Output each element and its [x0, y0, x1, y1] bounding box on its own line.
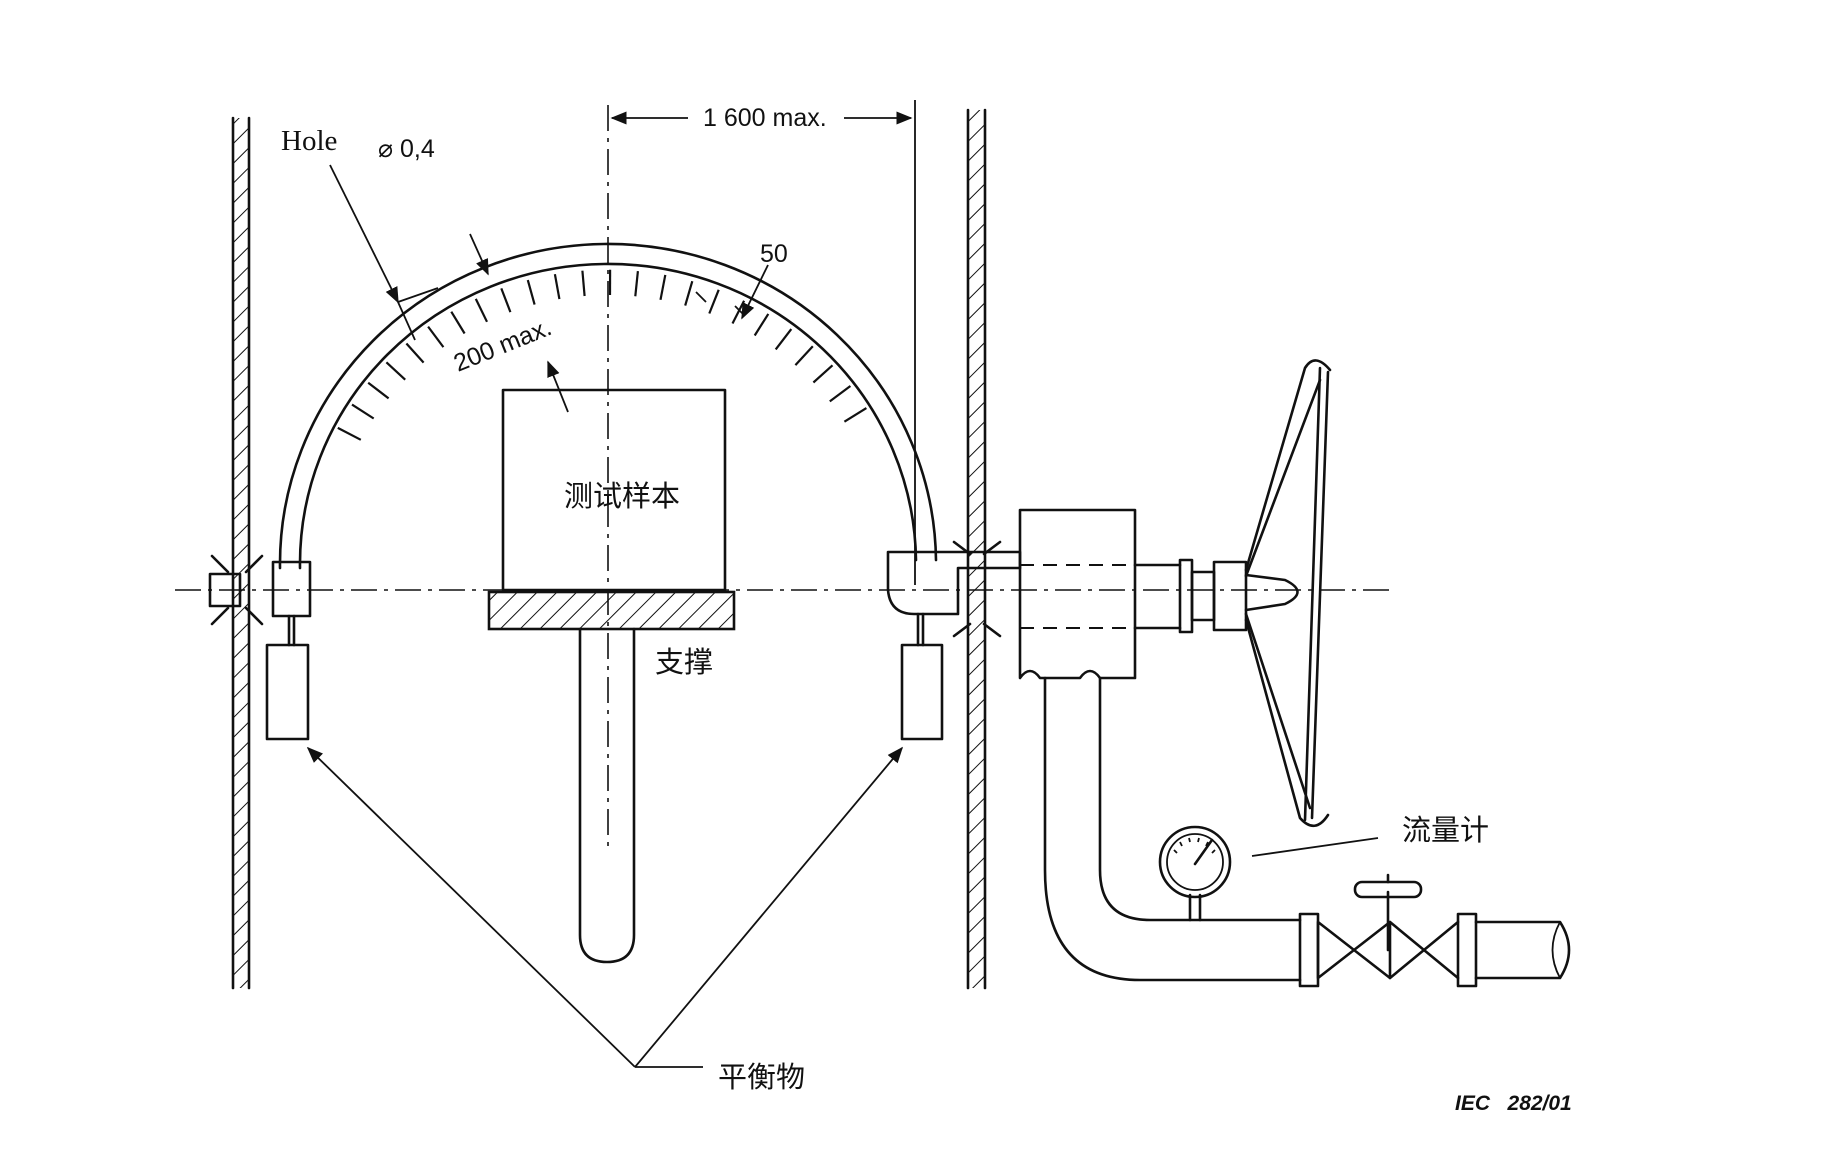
arch-tick: [774, 328, 793, 351]
arch-tick: [553, 274, 561, 300]
supply-pipe: [1474, 920, 1571, 980]
arch-tick: [634, 270, 639, 297]
counterweight-right: [900, 643, 944, 741]
flowmeter-leader: [1251, 837, 1379, 857]
arch-tick: [684, 280, 694, 306]
flowmeter-gauge: [1158, 825, 1232, 899]
spacing-label: 50: [760, 240, 788, 268]
arch-tick: [337, 426, 362, 441]
figure-reference: IEC 282/01: [1455, 1092, 1572, 1115]
arch-tick: [351, 403, 375, 420]
counterweight-leaders: [306, 746, 904, 1068]
arch-tick: [812, 364, 834, 384]
gate-valve: [1298, 873, 1478, 988]
radius-dimension-label: 200 max.: [450, 313, 556, 377]
arch-tick: [450, 311, 466, 335]
arch-tick: [427, 325, 445, 348]
counterweight-label: 平衡物: [718, 1061, 805, 1094]
test-sample-box: [501, 388, 727, 592]
left-wall: [231, 116, 251, 990]
arch-tick: [753, 313, 770, 337]
support-post: [578, 627, 636, 964]
radius-dimension: [547, 360, 569, 413]
counterweight-left: [265, 643, 310, 741]
arch-tick: [474, 298, 488, 323]
hole-diameter-label: ⌀ 0,4: [378, 135, 435, 163]
arch-tick: [405, 342, 425, 364]
arch-tick: [843, 407, 867, 423]
width-dimension-label: 1 600 max.: [703, 104, 827, 132]
arch-tick-marks: [337, 269, 867, 441]
right-hub: [886, 540, 1022, 647]
support-label: 支撑: [655, 646, 713, 679]
arch-tick: [794, 345, 814, 366]
left-hub: [208, 554, 312, 647]
arch-tick: [708, 289, 720, 314]
pump-body: [1018, 508, 1137, 680]
handwheel: [1244, 359, 1332, 828]
drive-shaft: [1133, 558, 1299, 634]
arch-tick: [581, 270, 586, 297]
hole-label: Hole: [281, 125, 337, 157]
test-sample-label: 测试样本: [564, 480, 680, 513]
flowmeter-label: 流量计: [1402, 814, 1489, 847]
arch-tick: [526, 279, 536, 305]
arch-tick: [367, 381, 390, 400]
hole-leader: [329, 164, 489, 341]
arch-tick: [829, 385, 852, 403]
spray-arch: [278, 242, 938, 570]
right-wall: [966, 108, 987, 990]
arch-tick: [385, 361, 406, 381]
arch-tick: [659, 274, 667, 301]
outlet-pipe: [1043, 676, 1302, 982]
spacing-dimension: [695, 264, 769, 320]
arch-tick: [500, 288, 512, 313]
support-plate: [487, 590, 736, 631]
